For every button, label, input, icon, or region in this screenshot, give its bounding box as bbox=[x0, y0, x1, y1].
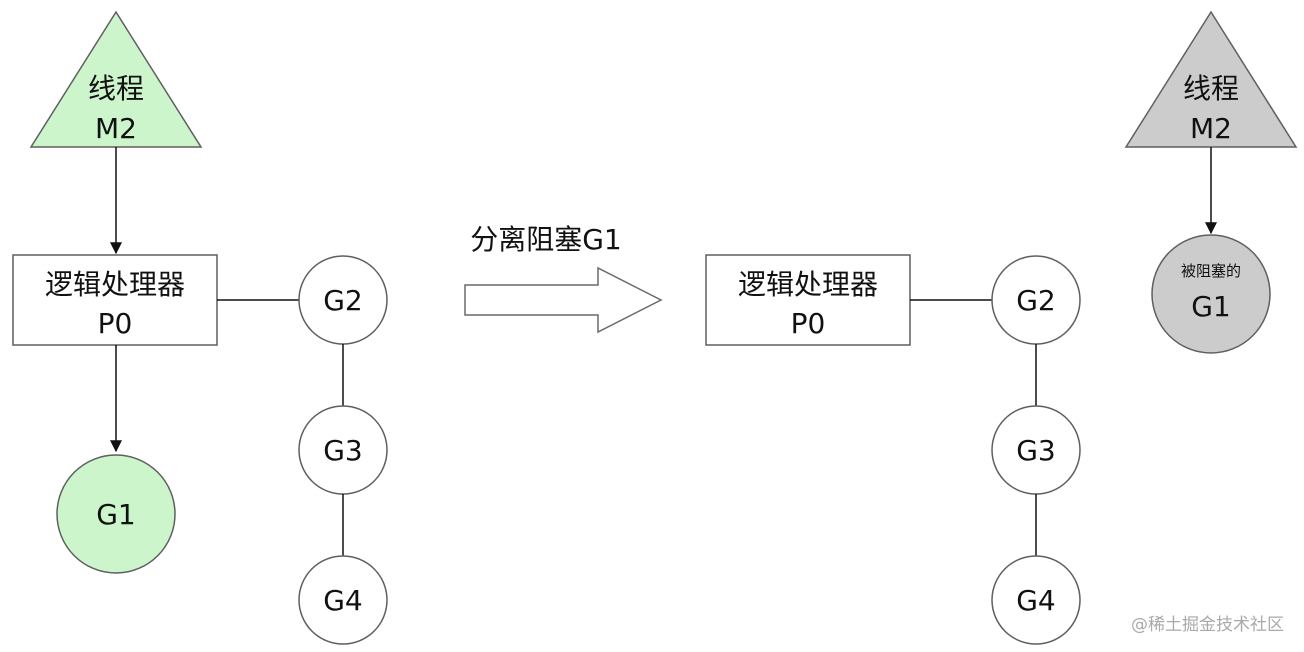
left-queue-g2: G2 bbox=[298, 255, 388, 345]
left-running-g1: G1 bbox=[56, 454, 176, 574]
right-processor-label-line1: 逻辑处理器 bbox=[738, 268, 878, 301]
right-thread-m2: 线程 M2 bbox=[1124, 10, 1298, 148]
right-queue-g4-label: G4 bbox=[1016, 584, 1056, 617]
right-blocked-g1-caption: 被阻塞的 bbox=[1181, 262, 1241, 280]
transition-label: 分离阻塞G1 bbox=[470, 223, 622, 256]
right-thread-label-line1: 线程 bbox=[1183, 72, 1239, 105]
left-queue-g3: G3 bbox=[298, 405, 388, 495]
left-thread-label-line1: 线程 bbox=[88, 72, 144, 105]
left-processor-label-line2: P0 bbox=[98, 307, 133, 340]
right-queue-g3-label: G3 bbox=[1016, 434, 1056, 467]
left-processor-label-line1: 逻辑处理器 bbox=[45, 268, 185, 301]
right-queue-g3: G3 bbox=[991, 405, 1081, 495]
right-blocked-g1-label: G1 bbox=[1191, 290, 1231, 323]
left-thread-label-line2: M2 bbox=[95, 112, 137, 145]
right-thread-label-line2: M2 bbox=[1190, 112, 1232, 145]
right-queue-g2-label: G2 bbox=[1016, 284, 1056, 317]
right-processor-label-line2: P0 bbox=[791, 307, 826, 340]
right-queue-g2: G2 bbox=[991, 255, 1081, 345]
left-running-g1-label: G1 bbox=[96, 498, 136, 531]
left-processor-p0: 逻辑处理器 P0 bbox=[12, 254, 218, 346]
left-queue-g4: G4 bbox=[298, 555, 388, 645]
left-queue-g3-label: G3 bbox=[323, 434, 363, 467]
left-thread-m2: 线程 M2 bbox=[29, 10, 203, 148]
left-queue-g4-label: G4 bbox=[323, 584, 363, 617]
right-queue-g4: G4 bbox=[991, 555, 1081, 645]
right-blocked-g1: 被阻塞的 G1 bbox=[1151, 234, 1271, 354]
right-processor-p0: 逻辑处理器 P0 bbox=[705, 254, 911, 346]
left-queue-g2-label: G2 bbox=[323, 284, 363, 317]
transition-arrow bbox=[464, 266, 663, 334]
watermark: @稀土掘金技术社区 bbox=[1131, 615, 1284, 635]
